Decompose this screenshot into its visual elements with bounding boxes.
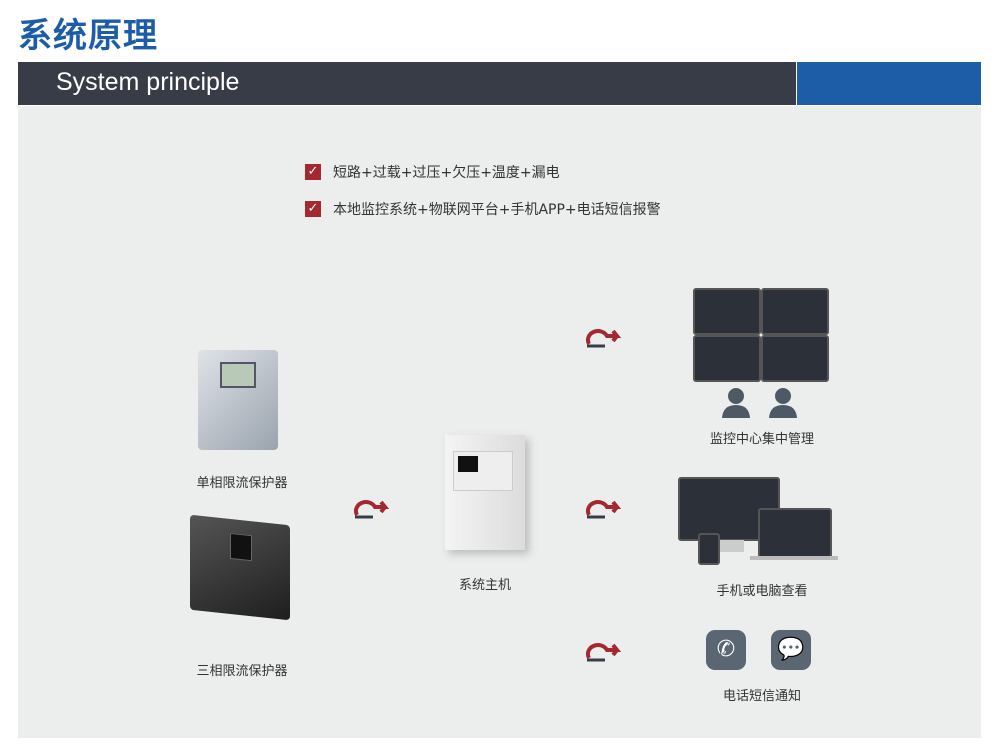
feature-item: ✓ 本地监控系统+物联网平台+手机APP+电话短信报警 xyxy=(305,199,661,219)
monitor-screen xyxy=(693,288,761,335)
header-bar: System principle xyxy=(18,62,796,105)
feature-item: ✓ 短路+过载+过压+欠压+温度+漏电 xyxy=(305,162,560,182)
system-host-label: 系统主机 xyxy=(458,578,511,593)
phone-pc-label: 手机或电脑查看 xyxy=(716,584,808,599)
phone-image xyxy=(698,533,720,565)
sms-icon: 💬 xyxy=(771,630,811,670)
arrow-icon xyxy=(585,643,621,662)
arrow-icon xyxy=(353,500,389,519)
feature-text: 短路+过载+过压+欠压+温度+漏电 xyxy=(333,165,560,181)
person-icon xyxy=(722,388,750,418)
monitor-center-label: 监控中心集中管理 xyxy=(709,432,814,447)
monitor-screen xyxy=(761,288,829,335)
monitor-screen xyxy=(693,335,761,382)
arrow-icon xyxy=(585,329,621,348)
three-phase-device-image xyxy=(190,514,290,621)
phone-call-icon: ✆ xyxy=(706,630,746,670)
feature-text: 本地监控系统+物联网平台+手机APP+电话短信报警 xyxy=(333,202,661,218)
check-icon: ✓ xyxy=(305,164,321,180)
arrow-icon xyxy=(585,500,621,519)
monitor-stand xyxy=(714,540,744,552)
three-phase-label: 三相限流保护器 xyxy=(196,664,288,679)
page-title: 系统原理 xyxy=(18,16,158,56)
content-panel xyxy=(18,106,981,738)
sms-label: 电话短信通知 xyxy=(722,689,801,704)
person-icon xyxy=(769,388,797,418)
laptop-base xyxy=(750,556,838,560)
header-subtitle: System principle xyxy=(56,68,240,96)
monitor-screen xyxy=(761,335,829,382)
laptop-screen xyxy=(758,508,832,558)
single-phase-label: 单相限流保护器 xyxy=(196,476,288,491)
header-accent-block xyxy=(797,62,981,105)
system-host-image xyxy=(445,435,525,550)
check-icon: ✓ xyxy=(305,201,321,217)
single-phase-device-image xyxy=(198,350,278,450)
